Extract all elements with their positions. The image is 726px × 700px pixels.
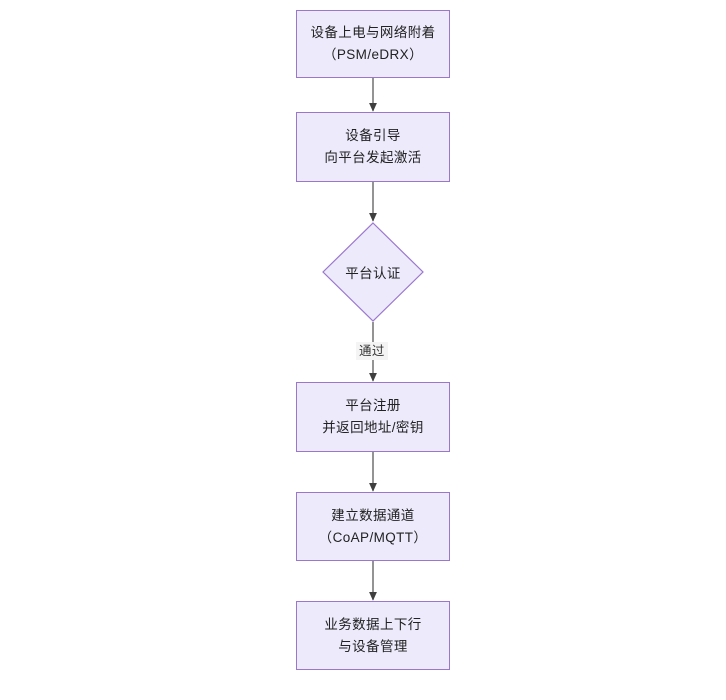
- node-data-channel-label: 建立数据通道 （CoAP/MQTT）: [318, 507, 428, 545]
- diamond-shape: [322, 222, 424, 322]
- node-bootstrap[interactable]: 设备引导 向平台发起激活: [296, 112, 450, 182]
- node-platform-register[interactable]: 平台注册 并返回地址/密钥: [296, 382, 450, 452]
- node-platform-auth[interactable]: 平台认证: [322, 222, 424, 322]
- node-business-data[interactable]: 业务数据上下行 与设备管理: [296, 601, 450, 670]
- node-bootstrap-label: 设备引导 向平台发起激活: [324, 128, 422, 165]
- node-platform-register-label: 平台注册 并返回地址/密钥: [322, 398, 424, 435]
- node-data-channel[interactable]: 建立数据通道 （CoAP/MQTT）: [296, 492, 450, 561]
- node-power-on-label: 设备上电与网络附着 （PSM/eDRX）: [310, 25, 436, 62]
- edge-label-pass: 通过: [356, 342, 388, 360]
- node-power-on[interactable]: 设备上电与网络附着 （PSM/eDRX）: [296, 10, 450, 78]
- node-platform-auth-label: 平台认证: [345, 266, 401, 281]
- node-business-data-label: 业务数据上下行 与设备管理: [324, 616, 422, 654]
